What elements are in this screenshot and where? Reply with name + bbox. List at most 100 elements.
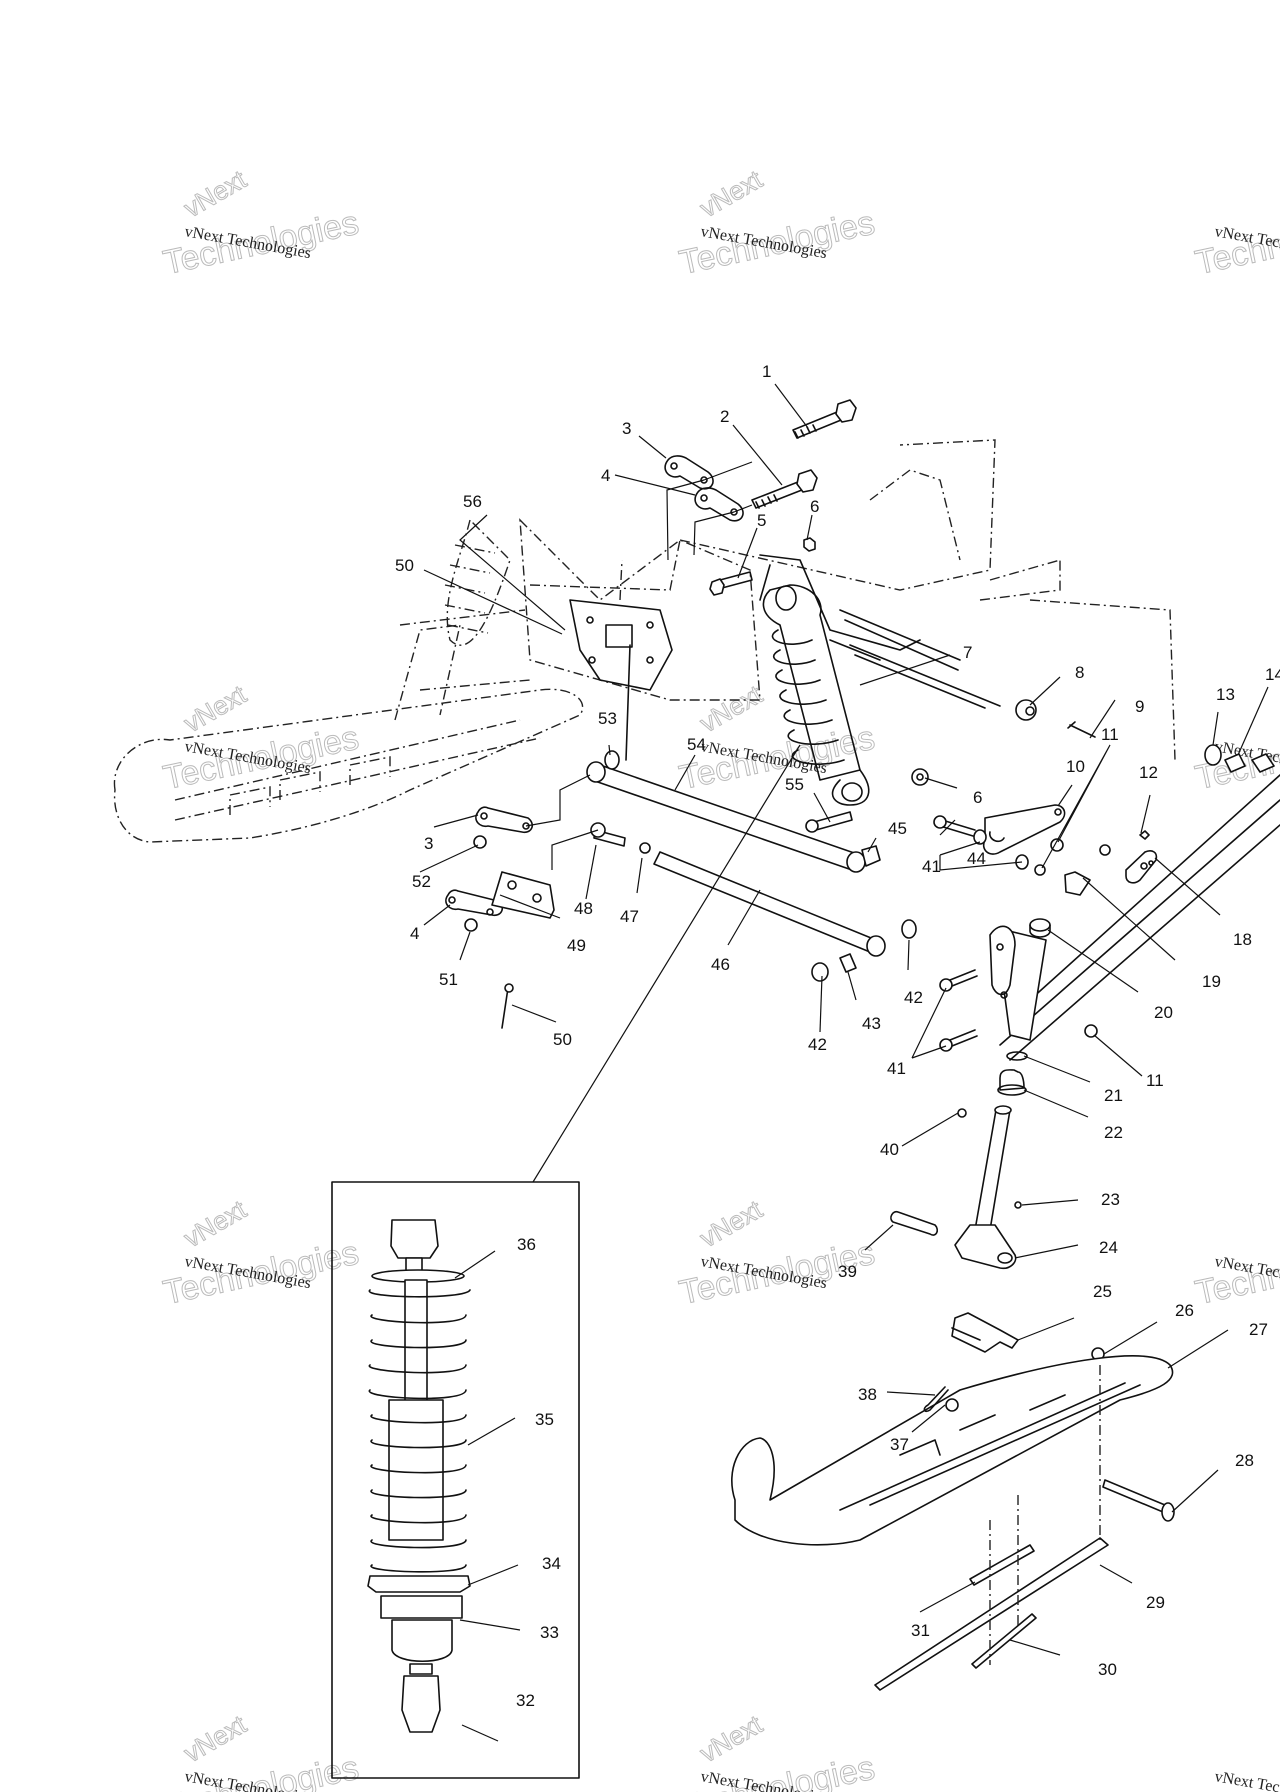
callout-40[interactable]: 40 <box>880 1140 899 1159</box>
callout-14[interactable]: 14 <box>1265 665 1280 684</box>
part-2-bolt <box>751 469 818 509</box>
callout-37[interactable]: 37 <box>890 1435 909 1454</box>
watermark: Technologies vNext <box>676 678 879 798</box>
watermark: Technologies vNext <box>160 1193 363 1313</box>
callout-24[interactable]: 24 <box>1099 1238 1118 1257</box>
watermark: Technologies vNext <box>160 1708 363 1792</box>
callout-53[interactable]: 53 <box>598 709 617 728</box>
part-24-spindle <box>954 1105 1017 1270</box>
callout-47[interactable]: 47 <box>620 907 639 926</box>
callout-51[interactable]: 51 <box>439 970 458 989</box>
callout-41-upper[interactable]: 41 <box>922 857 941 876</box>
watermark: Technologies vNext <box>160 163 363 283</box>
callout-50-lower[interactable]: 50 <box>553 1030 572 1049</box>
callout-13[interactable]: 13 <box>1216 685 1235 704</box>
watermark-outline-text: vNext <box>695 679 768 739</box>
part-28-bolt <box>1102 1479 1175 1522</box>
callout-4-lower[interactable]: 4 <box>410 924 419 943</box>
callout-55[interactable]: 55 <box>785 775 804 794</box>
part-47-nut <box>639 842 651 854</box>
callout-43[interactable]: 43 <box>862 1014 881 1033</box>
part-12-grease-fitting <box>1139 830 1150 840</box>
callout-46[interactable]: 46 <box>711 955 730 974</box>
callout-41[interactable]: 41 <box>887 1059 906 1078</box>
part-42-bushing <box>811 919 917 982</box>
part-23-grease-fitting <box>1014 1201 1022 1209</box>
callout-39[interactable]: 39 <box>838 1262 857 1281</box>
callout-50[interactable]: 50 <box>395 556 414 575</box>
callout-30[interactable]: 30 <box>1098 1660 1117 1679</box>
callout-36[interactable]: 36 <box>517 1235 536 1254</box>
callout-27[interactable]: 27 <box>1249 1320 1268 1339</box>
part-53-bushing <box>604 750 620 770</box>
callout-31[interactable]: 31 <box>911 1621 930 1640</box>
part-39-pin <box>890 1210 938 1236</box>
callout-26[interactable]: 26 <box>1175 1301 1194 1320</box>
callout-10[interactable]: 10 <box>1066 757 1085 776</box>
watermark-outline-text: vNext <box>695 1194 768 1254</box>
callout-3-lower[interactable]: 3 <box>424 834 433 853</box>
callout-25[interactable]: 25 <box>1093 1282 1112 1301</box>
callout-33[interactable]: 33 <box>540 1623 559 1642</box>
watermark-outline-text: vNext <box>695 164 768 224</box>
callout-45[interactable]: 45 <box>888 819 907 838</box>
watermark: Technologies vNext <box>160 678 363 798</box>
callout-23[interactable]: 23 <box>1101 1190 1120 1209</box>
callout-42[interactable]: 42 <box>808 1035 827 1054</box>
part-8-rod-end <box>1015 699 1037 721</box>
callout-3[interactable]: 3 <box>622 419 631 438</box>
callout-32[interactable]: 32 <box>516 1691 535 1710</box>
callout-22[interactable]: 22 <box>1104 1123 1123 1142</box>
callout-49[interactable]: 49 <box>567 936 586 955</box>
watermark: Technologies vNext <box>676 1708 879 1792</box>
callout-1[interactable]: 1 <box>762 362 771 381</box>
callout-19[interactable]: 19 <box>1202 972 1221 991</box>
part-3-link-plate <box>475 806 534 834</box>
part-54-upper-a-arm <box>586 761 866 873</box>
shock-detail-inset <box>331 744 801 1779</box>
callout-20[interactable]: 20 <box>1154 1003 1173 1022</box>
part-22-bushing <box>997 1069 1027 1096</box>
callout-52[interactable]: 52 <box>412 872 431 891</box>
callout-8[interactable]: 8 <box>1075 663 1084 682</box>
callout-54[interactable]: 54 <box>687 735 706 754</box>
frame-rail <box>999 774 1280 1061</box>
callout-42-right[interactable]: 42 <box>904 988 923 1007</box>
callout-48[interactable]: 48 <box>574 899 593 918</box>
callout-2[interactable]: 2 <box>720 407 729 426</box>
inset-frame <box>331 1181 580 1779</box>
callout-29[interactable]: 29 <box>1146 1593 1165 1612</box>
callout-12[interactable]: 12 <box>1139 763 1158 782</box>
callout-44[interactable]: 44 <box>967 849 986 868</box>
callout-21[interactable]: 21 <box>1104 1086 1123 1105</box>
callout-56[interactable]: 56 <box>463 492 482 511</box>
assembly-line <box>989 1365 1101 1665</box>
assembly-line <box>525 774 591 827</box>
watermark-text: vNext Technologies <box>1213 1768 1280 1792</box>
part-14-bushing <box>1224 753 1275 773</box>
callout-34[interactable]: 34 <box>542 1554 561 1573</box>
part-13-washer <box>1204 744 1222 766</box>
callout-11-lower[interactable]: 11 <box>1146 1071 1164 1090</box>
shock-absorber-assembly <box>762 584 870 806</box>
assembly-line <box>551 829 599 870</box>
part-31-shim <box>969 1544 1035 1586</box>
part-10-steering-arm <box>982 804 1066 855</box>
callout-9[interactable]: 9 <box>1135 697 1144 716</box>
callout-5[interactable]: 5 <box>757 511 766 530</box>
callout-7[interactable]: 7 <box>963 643 972 662</box>
callout-4[interactable]: 4 <box>601 466 610 485</box>
part-30-carbide <box>971 1613 1037 1669</box>
part-41-bolt <box>939 969 978 992</box>
callout-28[interactable]: 28 <box>1235 1451 1254 1470</box>
part-51-nut <box>464 918 478 932</box>
part-3-link-plate <box>664 455 714 490</box>
callout-18[interactable]: 18 <box>1233 930 1252 949</box>
callout-35[interactable]: 35 <box>535 1410 554 1429</box>
part-38-cotter-pin <box>923 1386 949 1413</box>
callout-6[interactable]: 6 <box>810 497 819 516</box>
callout-38[interactable]: 38 <box>858 1385 877 1404</box>
callout-11[interactable]: 11 <box>1101 725 1119 744</box>
callout-6-lower[interactable]: 6 <box>973 788 982 807</box>
